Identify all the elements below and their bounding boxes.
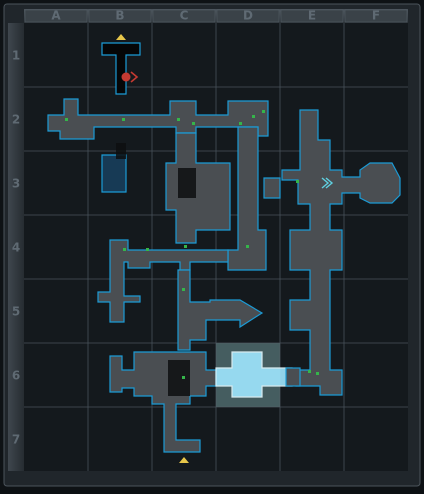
explored-shadow	[116, 143, 196, 396]
room-b4	[97, 239, 229, 323]
room-d6-current	[215, 351, 293, 398]
room-e-column	[281, 109, 401, 396]
item-dots	[65, 110, 319, 379]
column-label-a: A	[51, 9, 61, 23]
column-tab-e	[280, 9, 344, 23]
room-c3	[165, 132, 231, 244]
exit-marker-bottom[interactable]	[179, 457, 189, 463]
player-marker[interactable]	[121, 71, 139, 83]
row-label-5: 5	[12, 305, 20, 319]
row-label-2: 2	[12, 113, 20, 127]
column-header: A B C D E F	[24, 9, 408, 23]
column-tab-a	[24, 9, 88, 23]
column-tab-f	[344, 9, 408, 23]
row-label-4: 4	[12, 241, 20, 255]
column-label-d: D	[243, 9, 253, 23]
room-d3-small	[263, 177, 281, 199]
room-d3	[227, 126, 267, 271]
exit-marker-top[interactable]	[116, 34, 126, 40]
column-tab-d	[216, 9, 280, 23]
column-tab-b	[88, 9, 152, 23]
level-layout	[47, 42, 401, 453]
column-label-e: E	[308, 9, 316, 23]
north-hall	[47, 98, 269, 140]
row-label-7: 7	[12, 433, 20, 447]
row-label-3: 3	[12, 177, 20, 191]
row-label-1: 1	[12, 49, 20, 63]
column-label-f: F	[372, 9, 380, 23]
column-label-b: B	[115, 9, 124, 23]
column-tab-c	[152, 9, 216, 23]
room-b1	[101, 42, 141, 95]
waypoint-marker[interactable]	[321, 177, 334, 189]
row-label-6: 6	[12, 369, 20, 383]
room-b3	[101, 154, 127, 193]
row-header: 1 2 3 4 5 6 7	[8, 23, 24, 471]
column-label-c: C	[180, 9, 189, 23]
room-c5	[177, 269, 264, 351]
